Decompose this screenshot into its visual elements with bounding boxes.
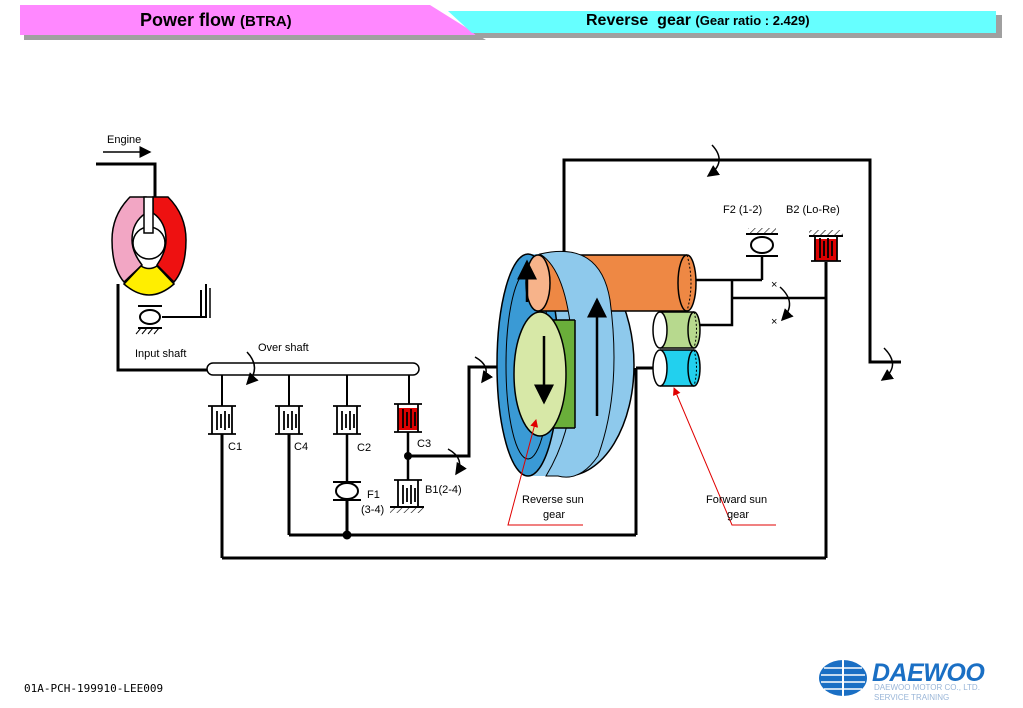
reverse-sun-rotation-arrow (474, 356, 494, 384)
f1-range-label: (3-4) (361, 504, 384, 516)
c4-label: C4 (294, 441, 308, 453)
engine-label: Engine (107, 134, 141, 146)
converter-turbine (152, 196, 187, 284)
converter-hub (143, 196, 154, 234)
planetary-gearset (496, 250, 701, 478)
output-rotation-arrow-right (880, 347, 895, 381)
right-title-sub: (Gear ratio : 2.429) (695, 13, 810, 28)
b2-label: B2 (Lo-Re) (786, 204, 840, 216)
right-banner (448, 11, 996, 33)
forward-sun-label-1: Forward sun (706, 494, 767, 506)
c1-label: C1 (228, 441, 242, 453)
c3-label: C3 (417, 438, 431, 450)
brake-b1 (390, 479, 424, 513)
left-title-sub: (BTRA) (240, 13, 292, 30)
right-title-main: Reverse gear (586, 12, 691, 29)
right-title: Reverse gear (Gear ratio : 2.429) (586, 12, 810, 30)
input-shaft-line (116, 284, 210, 372)
clutch-c2 (333, 405, 361, 435)
brand-company: DAEWOO MOTOR CO., LTD. (874, 683, 980, 692)
reverse-sun-label-1: Reverse sun (522, 494, 584, 506)
brand-department: SERVICE TRAINING (874, 693, 950, 702)
clutch-c3 (394, 403, 422, 433)
long-pinion-front (525, 254, 551, 312)
left-title: Power flow (BTRA) (140, 10, 292, 31)
carrier-output-line (562, 158, 901, 364)
over-shaft (206, 362, 420, 376)
reverse-sun-gear (513, 311, 567, 437)
c3-output-line (408, 365, 500, 458)
converter-stator (122, 265, 176, 296)
input-shaft-label: Input shaft (135, 348, 186, 360)
reverse-sun-label-2: gear (543, 509, 565, 521)
left-banner (20, 5, 478, 35)
long-pinion-end (677, 254, 697, 312)
f2-label: F2 (1-2) (723, 204, 762, 216)
torque-converter (111, 196, 211, 335)
reverse-sun-callout (507, 419, 583, 526)
output-rotation-arrow-top (706, 144, 721, 177)
engine-shaft (96, 162, 157, 200)
header-bar (20, 5, 1002, 40)
c3-rotation-arrow (447, 448, 467, 476)
daewoo-logo-icon (819, 660, 867, 696)
clutch-c1 (208, 405, 236, 435)
one-way-clutch-f2 (746, 228, 778, 280)
x-mark-bottom: × (771, 316, 777, 328)
over-shaft-rotation-arrow (245, 351, 259, 386)
one-way-clutch-f1 (333, 481, 361, 535)
document-id: 01A-PCH-199910-LEE009 (24, 682, 164, 695)
over-shaft-label: Over shaft (258, 342, 309, 354)
c2-label: C2 (357, 442, 371, 454)
b1-label: B1(2-4) (425, 484, 462, 496)
left-title-main: Power flow (140, 10, 236, 30)
forward-sun-label-2: gear (727, 509, 749, 521)
clutch-c4 (275, 405, 303, 435)
forward-sun-callout (673, 387, 776, 526)
brand-name: DAEWOO (872, 659, 985, 687)
brake-b2 (809, 230, 843, 262)
b2-rotation-arrow (779, 286, 794, 322)
f1-label: F1 (367, 489, 380, 501)
x-mark-top: × (771, 279, 777, 291)
